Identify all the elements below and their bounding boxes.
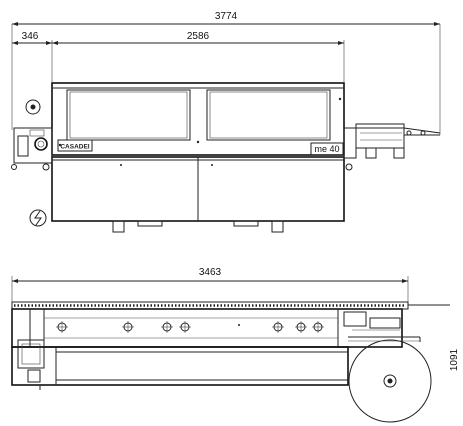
machine-body <box>51 82 345 233</box>
foot <box>271 220 284 233</box>
machine-lower-body <box>11 339 349 390</box>
brand-label: CASADEI <box>60 144 89 151</box>
left-window <box>66 89 191 141</box>
emergency-stop-icon <box>25 99 41 115</box>
unit-marker <box>161 321 173 333</box>
feeder-depth-label: 1091 <box>449 348 460 371</box>
unit-marker <box>179 321 191 333</box>
brand-plate: CASADEI <box>57 139 93 152</box>
roll-hub <box>383 374 397 388</box>
table-length-label: 3463 <box>199 267 222 278</box>
dimension-table-length: 3463 <box>11 267 409 306</box>
unit-marker <box>56 321 68 333</box>
unit-marker <box>272 321 284 333</box>
edge-roll-feeder <box>348 336 432 423</box>
unit-marker <box>312 321 324 333</box>
top-view: 3463 <box>11 267 460 423</box>
foot <box>112 220 125 233</box>
dimension-body: 346 2586 <box>12 31 345 82</box>
model-plate: me 40 <box>310 142 344 156</box>
conveyor-rail <box>11 301 450 310</box>
dimension-overall-width: 3774 <box>11 11 441 135</box>
unit-marker <box>122 321 134 333</box>
infeed-unit <box>343 123 441 171</box>
electrical-hazard-icon <box>29 209 47 227</box>
dimension-feeder-depth: 1091 <box>449 348 460 371</box>
overall-width-label: 3774 <box>215 11 238 22</box>
model-label: me 40 <box>314 144 339 154</box>
machine-top-body <box>11 308 403 348</box>
foot <box>233 220 259 227</box>
left-offset-label: 346 <box>22 31 39 42</box>
right-window <box>206 89 331 141</box>
left-control-area <box>11 99 53 227</box>
body-width-label: 2586 <box>187 31 210 42</box>
front-view: 3774 346 2586 <box>11 11 441 233</box>
unit-marker <box>295 321 307 333</box>
foot <box>137 220 163 227</box>
